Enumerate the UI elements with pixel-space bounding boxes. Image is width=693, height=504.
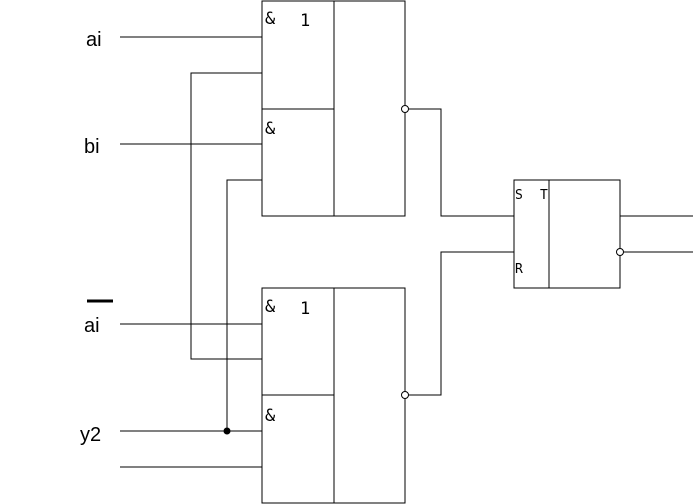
trigger-inversion-bubble bbox=[616, 248, 624, 256]
wire-lower-to-r bbox=[408, 251, 514, 396]
upper-gate-block: & 1 & bbox=[261, 0, 406, 217]
label-bi: bi bbox=[84, 136, 100, 158]
trigger-t: T bbox=[540, 188, 548, 203]
trigger-s: S bbox=[515, 188, 523, 203]
lower-inversion-bubble bbox=[401, 391, 409, 399]
label-ai-inverted: ai bbox=[84, 315, 100, 337]
lower-or-one: 1 bbox=[300, 299, 310, 319]
trigger-r: R bbox=[515, 262, 523, 277]
lower-and-bottom: & bbox=[265, 406, 276, 426]
junction-dot bbox=[223, 427, 231, 435]
upper-and-top: & bbox=[265, 9, 276, 29]
upper-and-bottom: & bbox=[265, 119, 276, 139]
lower-gate-block: & 1 & bbox=[261, 287, 406, 504]
wire-cross-inner bbox=[226, 179, 262, 431]
label-y2: y2 bbox=[80, 424, 101, 446]
label-ai: ai bbox=[86, 29, 102, 51]
upper-or-one: 1 bbox=[300, 11, 310, 31]
wire-upper-to-s bbox=[408, 108, 514, 217]
upper-inversion-bubble bbox=[401, 105, 409, 113]
rs-trigger: S T R bbox=[513, 179, 621, 289]
lower-and-top: & bbox=[265, 297, 276, 317]
